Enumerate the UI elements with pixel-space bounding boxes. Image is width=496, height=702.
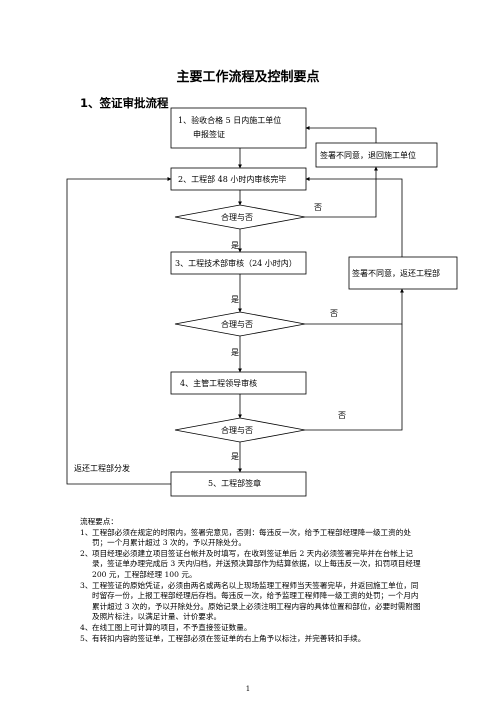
note-number: 2、	[80, 548, 93, 558]
decision1-label: 合理与否	[221, 212, 253, 222]
reject2-label: 签署不同意，返还工程部	[352, 268, 440, 278]
note-text: 有转扣内容的签证单，工程部必须在签证单的右上角予以标注，并完善转扣手续。	[92, 633, 366, 643]
step1-label-line2: 申报签证	[193, 129, 225, 139]
page-title: 主要工作流程及控制要点	[176, 70, 320, 85]
flowchart: 1、验收合格 5 日内施工单位 申报签证 2、工程部 48 小时内审核完毕 合理…	[66, 107, 458, 497]
yes-label-3: 是	[231, 348, 239, 357]
no-label-1: 否	[314, 203, 322, 212]
no-label-2: 否	[330, 309, 338, 318]
step3-label: 3、工程技术部审核（24 小时内）	[175, 258, 297, 268]
step2-label: 2、工程部 48 小时内审核完毕	[178, 174, 286, 184]
note-item: 5、 有转扣内容的签证单，工程部必须在签证单的右上角予以标注，并完善转扣手续。	[80, 634, 426, 645]
notes-heading: 流程要点：	[80, 517, 118, 526]
process-notes: 流程要点： 1、 工程部必须在规定的时限内，签署完意见，否则：每违反一次，给予工…	[80, 517, 426, 644]
step1-box	[170, 107, 307, 149]
note-text: 工程部必须在规定的时限内，签署完意见，否则：每违反一次，给予工程部经理降一级工资…	[92, 527, 411, 548]
yes-label-2: 是	[231, 295, 239, 304]
decision2-label: 合理与否	[221, 319, 253, 329]
note-number: 1、	[80, 527, 93, 537]
note-item: 1、 工程部必须在规定的时限内，签署完意见，否则：每违反一次，给予工程部经理降一…	[80, 528, 426, 549]
step1-label-line1: 1、验收合格 5 日内施工单位	[178, 115, 281, 125]
reject1-label: 签署不同意，退回施工单位	[320, 150, 416, 160]
no-label-3: 否	[338, 411, 346, 420]
page-number: 1	[245, 685, 251, 693]
note-number: 3、	[80, 580, 93, 590]
section-heading: 1、签证审批流程	[80, 96, 169, 110]
decision3-label: 合理与否	[221, 425, 253, 435]
note-item: 3、 工程签证的原始凭证，必须由两名或两名以上现场监理工程师当天签署完毕，并返回…	[80, 581, 426, 623]
note-item: 2、 项目经理必须建立项目签证台帐并及时填写，在收到签证单后 2 天内必须签署完…	[80, 549, 426, 581]
note-item: 4、 在线工图上可计算的项目，不予直接签证数量。	[80, 623, 426, 634]
step5-label: 5、工程部签章	[208, 478, 261, 488]
note-text: 在线工图上可计算的项目，不予直接签证数量。	[92, 622, 252, 632]
return-label: 返还工程部分发	[74, 463, 130, 473]
note-number: 5、	[80, 633, 93, 643]
note-text: 项目经理必须建立项目签证台帐并及时填写，在收到签证单后 2 天内必须签署完毕并在…	[92, 548, 421, 579]
note-text: 工程签证的原始凭证，必须由两名或两名以上现场监理工程师当天签署完毕，并返回施工单…	[92, 580, 421, 622]
yes-label-1: 是	[231, 241, 239, 250]
yes-label-4: 是	[231, 452, 239, 461]
step4-label: 4、主管工程领导审核	[180, 378, 257, 388]
note-number: 4、	[80, 622, 93, 632]
